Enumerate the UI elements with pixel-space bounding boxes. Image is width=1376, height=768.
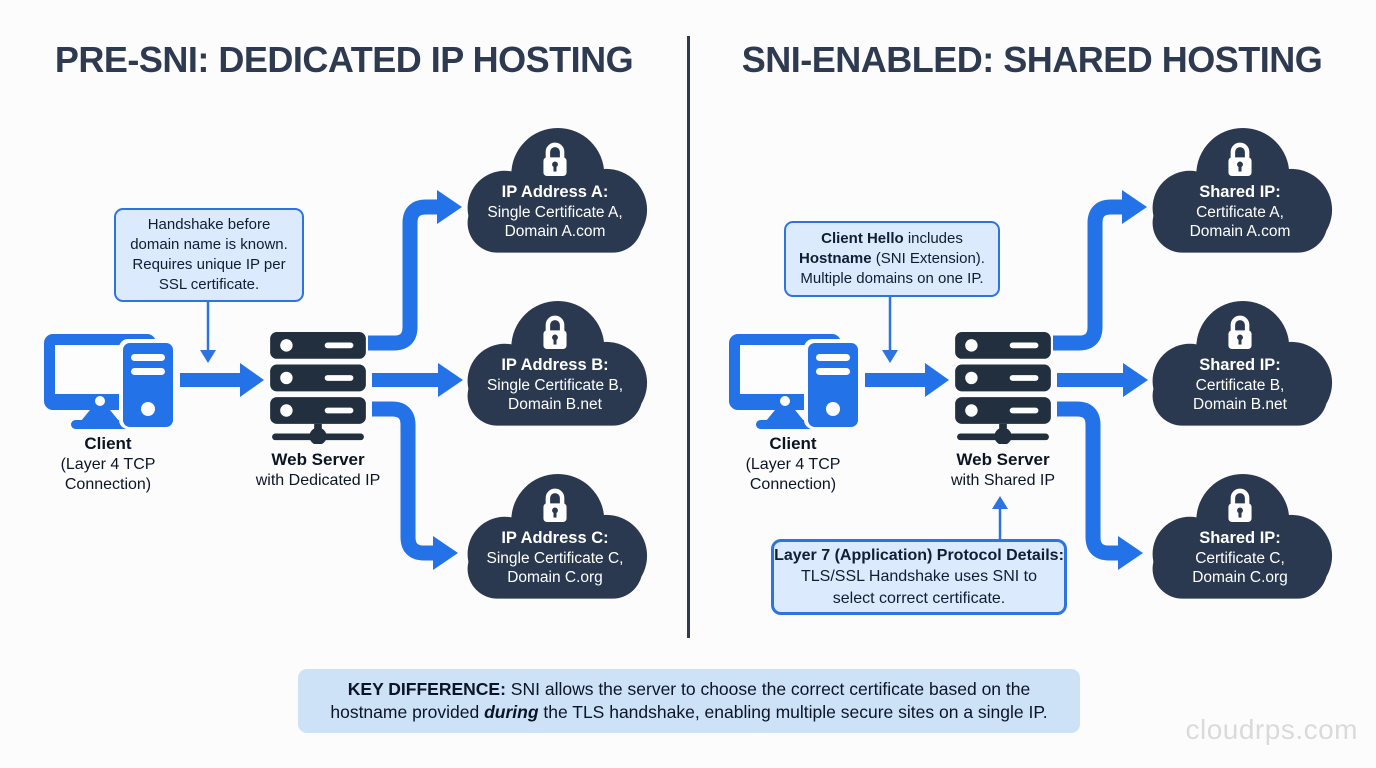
- cloud-line: Single Certificate B,: [486, 376, 624, 394]
- panel-divider: [687, 36, 690, 638]
- right-client-to-server-arrow: [865, 363, 949, 397]
- cloud-line: Domain A.com: [504, 223, 606, 240]
- lock-icon: [543, 488, 567, 522]
- client-icon: [729, 334, 862, 429]
- cloud-title: IP Address B:: [501, 356, 609, 374]
- client-icon: [44, 334, 177, 429]
- left-cloud-ip-a: IP Address A: Single Certificate A, Doma…: [462, 126, 648, 262]
- left-cloud-ip-b: IP Address B: Single Certificate B, Doma…: [462, 299, 648, 435]
- cloud-title: IP Address C:: [501, 529, 609, 547]
- left-server-to-cloud-c-arrow: [372, 401, 458, 570]
- left-server-to-cloud-a-arrow: [368, 190, 462, 351]
- right-client-sublabel: (Layer 4 TCP Connection): [745, 456, 841, 493]
- callout-text-line: Requires unique IP per: [132, 256, 286, 273]
- cloud-line: Domain C.org: [1192, 569, 1288, 586]
- cloud-line: Certificate B,: [1195, 376, 1285, 394]
- callout-text-line: select correct certificate.: [832, 589, 1006, 607]
- lock-icon: [543, 142, 567, 176]
- callout-text-line: SSL certificate.: [158, 276, 260, 294]
- cloud-shape: [1152, 127, 1333, 253]
- callout-text-line: Handshake before: [147, 215, 271, 233]
- left-server-to-cloud-b-arrow: [372, 363, 463, 397]
- right-cloud-shared-a: Shared IP: Certificate A, Domain A.com: [1147, 126, 1333, 262]
- cloud-line: Certificate C,: [1195, 549, 1285, 567]
- lock-icon: [1228, 315, 1252, 349]
- right-server-to-cloud-a-arrow: [1053, 190, 1147, 351]
- right-server-sublabel: with Shared IP: [950, 472, 1056, 489]
- callout-text-line: TLS/SSL Handshake uses SNI to: [801, 568, 1037, 586]
- right-callout-connector-arrow: [882, 294, 898, 363]
- key-difference-line: hostname provided during the TLS handsha…: [330, 702, 1048, 722]
- lock-icon: [1228, 142, 1252, 176]
- callout-text-line: Layer 7 (Application) Protocol Details:: [774, 547, 1064, 565]
- left-server-sublabel: with Dedicated IP: [255, 472, 381, 489]
- right-cloud-shared-c: Shared IP: Certificate C, Domain C.org: [1147, 472, 1333, 608]
- right-server-to-cloud-b-arrow: [1057, 363, 1148, 397]
- cloud-line: Single Certificate A,: [487, 203, 623, 221]
- left-cloud-ip-c: IP Address C: Single Certificate C, Doma…: [462, 472, 648, 608]
- key-difference-box: KEY DIFFERENCE: SNI allows the server to…: [298, 669, 1080, 733]
- right-server-to-cloud-c-arrow: [1057, 401, 1143, 570]
- left-client-sublabel: (Layer 4 TCP Connection): [60, 456, 156, 493]
- cloud-line: Domain B.net: [508, 396, 602, 413]
- cloud-shape: [1152, 300, 1333, 426]
- callout-text-line: domain name is known.: [130, 235, 288, 253]
- left-client-to-server-arrow: [180, 363, 264, 397]
- lock-icon: [543, 315, 567, 349]
- right-cloud-shared-b: Shared IP: Certificate B, Domain B.net: [1147, 299, 1333, 435]
- right-clienthello-callout: Client Hello includes Hostname (SNI Exte…: [784, 221, 1000, 297]
- right-server-label: Web Server: [956, 450, 1050, 469]
- right-panel-title: SNI-ENABLED: SHARED HOSTING: [741, 39, 1323, 80]
- cloud-line: Domain B.net: [1193, 396, 1287, 413]
- cloud-line: Single Certificate C,: [486, 549, 624, 567]
- callout-text-line: Client Hello includes: [821, 229, 963, 247]
- cloud-title: Shared IP:: [1199, 356, 1281, 374]
- right-layer7-connector-arrow: [992, 496, 1008, 540]
- lock-icon: [1228, 488, 1252, 522]
- left-server-label: Web Server: [271, 450, 365, 469]
- left-panel-title: PRE-SNI: DEDICATED IP HOSTING: [54, 39, 634, 80]
- key-difference-line: KEY DIFFERENCE: SNI allows the server to…: [347, 678, 1031, 699]
- cloud-line: Certificate A,: [1196, 203, 1284, 221]
- server-icon: [270, 332, 366, 444]
- cloud-title: Shared IP:: [1199, 529, 1281, 547]
- left-handshake-callout: Handshake before domain name is known. R…: [114, 208, 304, 302]
- server-icon: [955, 332, 1051, 444]
- left-callout-connector-arrow: [200, 299, 216, 363]
- cloud-title: IP Address A:: [501, 183, 609, 201]
- cloud-line: Domain C.org: [507, 569, 603, 586]
- callout-text-line: Multiple domains on one IP.: [800, 270, 984, 288]
- watermark: cloudrps.com: [1185, 714, 1358, 745]
- cloud-line: Domain A.com: [1189, 223, 1291, 240]
- callout-text-line: Hostname (SNI Extension).: [799, 249, 985, 267]
- right-client-label: Client: [769, 434, 817, 453]
- cloud-title: Shared IP:: [1199, 183, 1281, 201]
- left-client-label: Client: [84, 434, 132, 453]
- right-layer7-callout: Layer 7 (Application) Protocol Details: …: [771, 539, 1067, 615]
- cloud-shape: [467, 473, 648, 599]
